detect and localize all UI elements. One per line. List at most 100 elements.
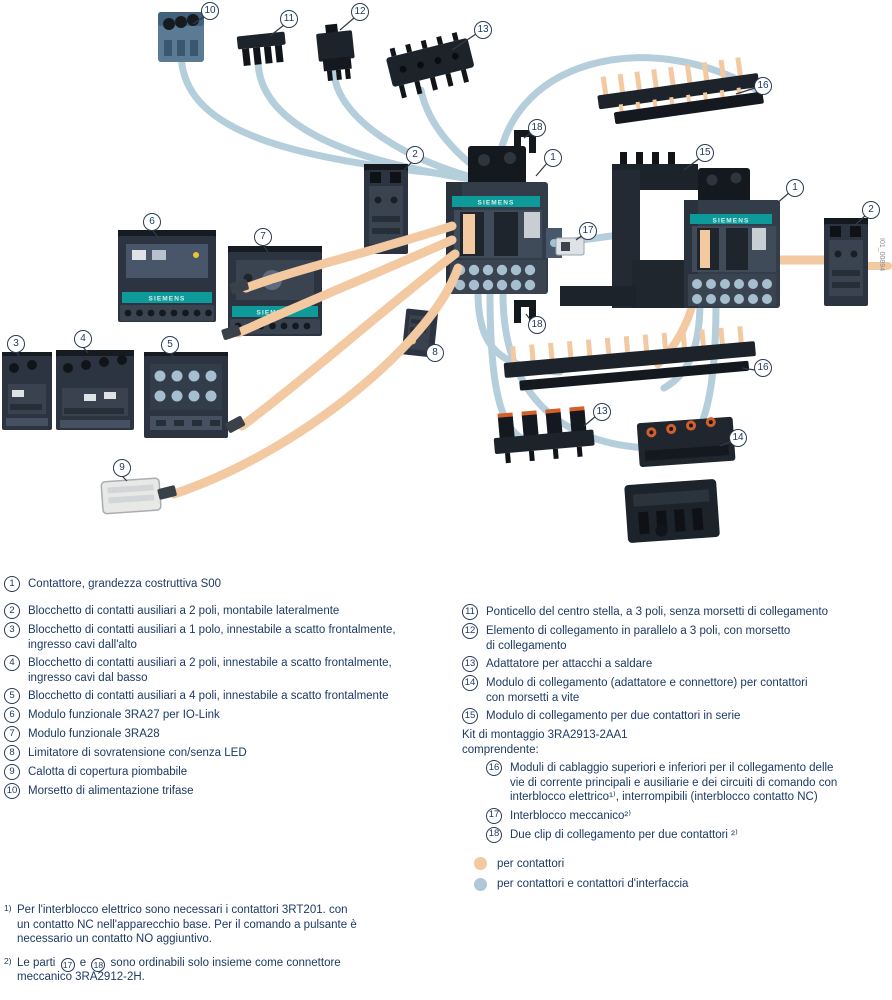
callout-1: 1 [786, 179, 804, 197]
solder-adapter-top [386, 32, 474, 99]
item-number-circle: 10 [4, 783, 20, 799]
callout-13: 13 [593, 403, 611, 421]
item-number-circle: 8 [4, 745, 20, 761]
callout-9: 9 [113, 459, 131, 477]
three-phase-terminal [158, 12, 204, 62]
footnotes: 1)Per l'interblocco elettrico sono neces… [4, 903, 464, 994]
item-text: Morsetto di alimentazione trifase [28, 785, 194, 797]
item-number-circle: 4 [4, 655, 20, 671]
callout-12: 12 [351, 3, 369, 21]
wiring-comb-top [597, 57, 764, 125]
kit-items: 16 Moduli di cablaggio superiori e inferi… [486, 760, 890, 843]
footnote-text: Le parti 17 e 18 sono ordinabili solo in… [17, 956, 341, 985]
legend-item-1: 1 Contattore, grandezza costruttiva S00 [4, 576, 464, 592]
item-text: Due clip di collegamento per due contatt… [510, 828, 738, 841]
item-text: Modulo funzionale 3RA27 per IO-Link [28, 709, 220, 721]
item-number-circle: 15 [462, 708, 478, 724]
parallel-link-element [316, 23, 355, 81]
callout-18: 18 [528, 119, 546, 137]
peach-ribbon-cables [169, 221, 463, 499]
figure-watermark: I01_00894 [878, 238, 885, 271]
item-number-circle: 11 [462, 604, 478, 620]
side-aux-block-right [824, 218, 868, 306]
callout-11: 11 [280, 10, 298, 28]
callout-4: 4 [74, 330, 92, 348]
aux-block-2pole [56, 350, 134, 430]
footnote-segment: Per l'interblocco elettrico sono necessa… [17, 904, 357, 945]
item-number-circle: 9 [4, 764, 20, 780]
callout-5: 5 [161, 336, 179, 354]
item-number-circle: 16 [486, 760, 502, 776]
item-text: Modulo di collegamento per due contattor… [486, 710, 741, 722]
inline-number-circle: 17 [60, 957, 75, 972]
contactor-main: SIEMENS [446, 146, 562, 294]
callout-2: 2 [862, 201, 880, 219]
callout-3: 3 [7, 335, 25, 353]
side-aux-block-left [364, 164, 408, 254]
series-connection-module [560, 152, 704, 308]
item-text: Adattatore per attacchi a saldare [486, 658, 653, 670]
legend-right-items: 11 Ponticello del centro stella, a 3 poli… [462, 604, 890, 724]
item-text: Interblocco meccanico²⁾ [510, 809, 632, 822]
item-number-circle: 1 [4, 576, 20, 592]
footnote-segment: sono ordinabili solo insieme come connet… [17, 956, 341, 984]
callout-16: 16 [754, 77, 772, 95]
legend-item-11: 11 Ponticello del centro stella, a 3 poli… [462, 604, 890, 620]
item-text: Contattore, grandezza costruttiva S00 [28, 578, 222, 590]
item-text: Ponticello del centro stella, a 3 poli, … [486, 606, 828, 618]
item-number-circle: 17 [486, 807, 502, 824]
item-text: Blocchetto di contatti ausiliari a 2 pol… [28, 605, 340, 617]
color-key-label: per contattori [497, 857, 565, 870]
kit-title: Kit di montaggio 3RA2913-2AA1 comprenden… [462, 729, 628, 756]
callout-17: 17 [579, 222, 597, 240]
callout-13: 13 [474, 21, 492, 39]
item-text: Modulo funzionale 3RA28 [28, 728, 160, 740]
legend-item-16: 16 Moduli di cablaggio superiori e inferi… [486, 760, 890, 805]
item-text: Blocchetto di contatti ausiliari a 2 pol… [28, 657, 392, 684]
callout-14: 14 [729, 429, 747, 447]
item-text: Calotta di copertura piombabile [28, 766, 188, 778]
color-legend: per contattori per contattori e contattor… [474, 857, 890, 892]
contactor-right: SIEMENS [684, 168, 780, 308]
callout-7: 7 [254, 228, 272, 246]
aux-block-4pole [144, 352, 228, 438]
diagram-area: SIEMENS [2, 2, 892, 543]
item-number-circle: 3 [4, 622, 20, 638]
callout-18: 18 [528, 316, 546, 334]
solder-adapter-bottom [493, 406, 595, 464]
legend-item-17: 17 Interblocco meccanico²⁾ [486, 807, 890, 824]
io-link-module: SIEMENS [118, 230, 216, 322]
item-text: Modulo di collegamento (adattatore e con… [486, 677, 808, 704]
callout-15: 15 [696, 144, 714, 162]
item-text: Blocchetto di contatti ausiliari a 1 pol… [28, 624, 396, 651]
inline-number-circle: 18 [91, 957, 106, 972]
color-key-row: per contattori e contattori d'interfacci… [474, 877, 890, 892]
item-number-circle: 6 [4, 707, 20, 723]
item-number-circle: 18 [486, 826, 502, 843]
color-key-dot [474, 857, 487, 871]
item-text: Elemento di collegamento in parallelo a … [486, 625, 791, 652]
footnote-2: 2)Le parti 17 e 18 sono ordinabili solo … [4, 956, 464, 985]
item-number-circle: 7 [4, 726, 20, 742]
item-number-circle: 5 [4, 688, 20, 704]
connection-clip-top [514, 130, 536, 153]
diagram-illustration: SIEMENS [2, 12, 892, 543]
color-key-dot [474, 877, 487, 891]
color-key-row: per contattori [474, 857, 890, 872]
kit-block: Kit di montaggio 3RA2913-2AA1 comprenden… [462, 728, 890, 843]
star-point-jumper [236, 31, 286, 67]
connection-module [624, 416, 736, 543]
item-number-circle: 14 [462, 675, 478, 691]
footnote-text: Per l'interblocco elettrico sono necessa… [17, 903, 357, 947]
callout-8: 8 [426, 344, 444, 362]
item-text: Moduli di cablaggio superiori e inferior… [510, 762, 838, 803]
connection-clip-bottom [514, 300, 536, 323]
mechanical-interlock [555, 237, 585, 256]
callout-2: 2 [406, 146, 424, 164]
callout-1: 1 [544, 149, 562, 167]
